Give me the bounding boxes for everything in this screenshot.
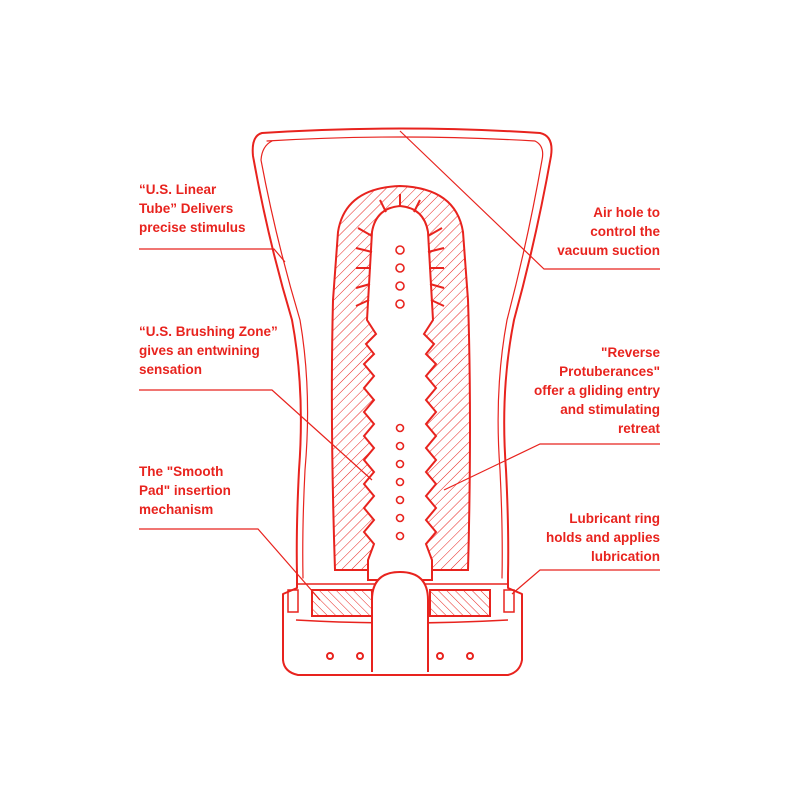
callout-air-hole: Air hole to control the vacuum suction	[557, 203, 660, 260]
callout-line: Air hole to	[593, 205, 660, 220]
smooth-pad-left	[311, 589, 373, 617]
callout-line: Protuberances"	[559, 364, 660, 379]
callout-line: Lubricant ring	[569, 511, 660, 526]
callout-line: offer a gliding entry	[533, 383, 660, 398]
callout-lubricant-ring: Lubricant ring holds and applies lubrica…	[546, 509, 660, 566]
callout-line: Tube” Delivers	[139, 201, 234, 216]
callout-line: The "Smooth	[139, 464, 224, 479]
leader-linear-tube	[139, 248, 286, 263]
callout-line: “U.S. Brushing Zone”	[139, 324, 278, 339]
callout-reverse-protuberances: "Reverse Protuberances" offer a gliding …	[534, 343, 660, 438]
callout-line: mechanism	[139, 502, 214, 517]
callout-line: precise stimulus	[139, 220, 246, 235]
insertion-opening	[371, 570, 429, 672]
leader-brushing-zone	[139, 389, 373, 481]
callout-brushing-zone: “U.S. Brushing Zone” gives an entwining …	[139, 322, 278, 379]
callout-line: holds and applies	[545, 530, 660, 545]
callout-line: lubrication	[590, 549, 660, 564]
callout-line: control the	[590, 224, 660, 239]
callout-line: "Reverse	[601, 345, 660, 360]
callout-line: “U.S. Linear	[139, 182, 217, 197]
inner-channel	[362, 204, 438, 581]
callout-line: gives an entwining	[139, 343, 260, 358]
outer-cup-shell	[251, 127, 553, 676]
callout-line: sensation	[139, 362, 203, 377]
callout-line: vacuum suction	[557, 243, 660, 258]
callout-line: retreat	[617, 421, 660, 436]
callout-line: Pad" insertion	[139, 483, 231, 498]
leader-air-hole	[399, 130, 660, 270]
callout-linear-tube: “U.S. Linear Tube” Delivers precise stim…	[139, 180, 246, 237]
leader-lubricant-ring	[511, 569, 660, 595]
smooth-pad-right	[429, 589, 491, 617]
callout-smooth-pad: The "Smooth Pad" insertion mechanism	[139, 462, 231, 519]
leader-reverse-protuberances	[443, 443, 660, 491]
leader-smooth-pad	[139, 528, 321, 601]
callout-line: and stimulating	[560, 402, 660, 417]
